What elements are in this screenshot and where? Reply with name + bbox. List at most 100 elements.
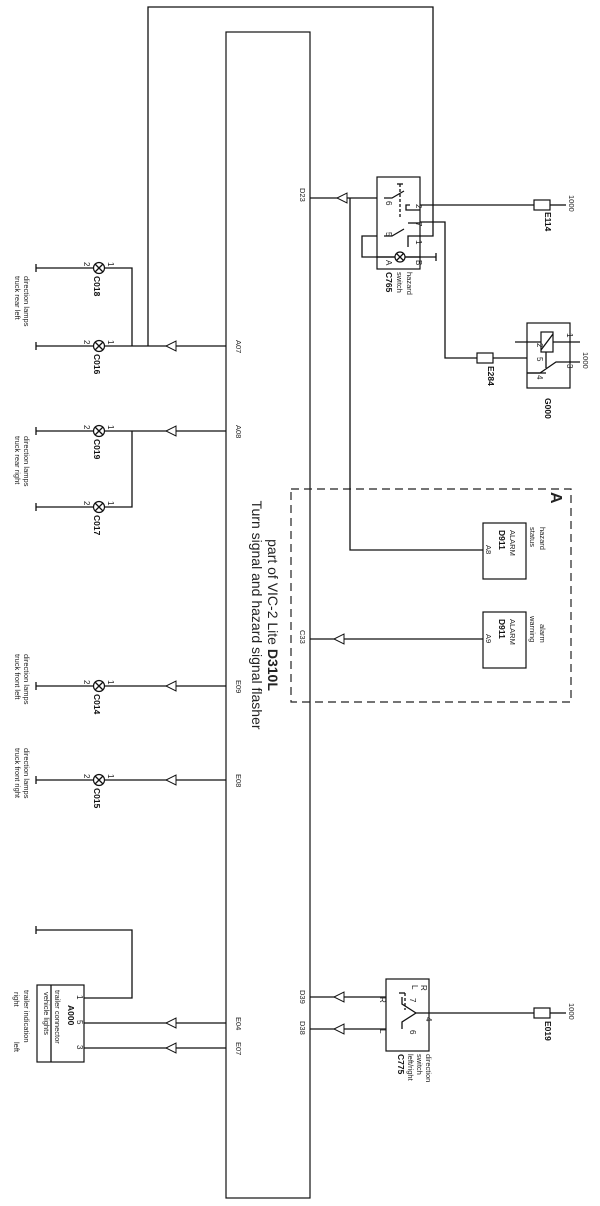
wire-pin7-e284 xyxy=(420,221,477,359)
svg-text:5: 5 xyxy=(535,357,544,362)
svg-text:truck front right: truck front right xyxy=(13,748,22,799)
svg-text:R: R xyxy=(419,985,428,991)
svg-text:1: 1 xyxy=(106,262,115,267)
wire-hazard-loop xyxy=(147,6,434,346)
caption-rear-right: direction lamps truck rear right xyxy=(13,436,31,487)
pin-e04: E04 xyxy=(234,1017,243,1030)
lamp-c017-label: C017 xyxy=(92,515,102,536)
wire-c017 xyxy=(36,431,133,508)
svg-text:2: 2 xyxy=(82,425,91,430)
arrow-a08 xyxy=(164,425,177,437)
svg-text:7: 7 xyxy=(408,998,417,1003)
svg-text:hazard: hazard xyxy=(538,527,547,550)
pin-d23: D23 xyxy=(298,188,307,202)
svg-text:trailer indication: trailer indication xyxy=(22,990,31,1043)
direction-switch-id: C775 xyxy=(396,1054,406,1075)
svg-text:E114: E114 xyxy=(543,212,553,232)
svg-text:3: 3 xyxy=(565,364,574,369)
svg-text:direction lamps: direction lamps xyxy=(22,436,31,487)
svg-text:6: 6 xyxy=(384,201,393,206)
title-line2: Turn signal and hazard signal flasher xyxy=(249,500,265,729)
svg-text:5: 5 xyxy=(384,232,393,237)
lamp-c014: 1 2 C014 xyxy=(82,679,115,715)
fuse-e114: E114 1000 xyxy=(533,195,576,232)
svg-text:ALARM: ALARM xyxy=(508,530,517,556)
svg-text:A: A xyxy=(384,260,393,266)
svg-text:1: 1 xyxy=(75,995,84,1000)
svg-text:4: 4 xyxy=(535,375,544,380)
fuse-e019: E019 1000 xyxy=(533,1003,576,1041)
caption-trailer: trailer indication right left xyxy=(12,990,31,1053)
fuse-e284: E284 xyxy=(476,352,496,386)
relay-g000: 2 1 5 3 4 G000 1000 xyxy=(515,322,590,419)
svg-text:alarm: alarm xyxy=(538,624,547,643)
arrow-e04 xyxy=(164,1017,177,1029)
svg-text:1: 1 xyxy=(106,501,115,506)
svg-text:warning: warning xyxy=(528,615,537,642)
pin-e08: E08 xyxy=(234,774,243,787)
svg-text:part of VIC-2 Lite D310L: part of VIC-2 Lite D310L xyxy=(265,539,281,691)
svg-text:R: R xyxy=(378,997,387,1003)
pin-d39: D39 xyxy=(298,990,307,1004)
svg-text:1: 1 xyxy=(414,240,423,245)
hazard-switch-c765: 6 2 7 5 1 A B hazard switch C765 xyxy=(361,176,437,295)
svg-text:1: 1 xyxy=(106,340,115,345)
lamp-c015: 1 2 C015 xyxy=(82,773,115,809)
pin-e07: E07 xyxy=(234,1042,243,1055)
lamp-c016: 1 2 C016 xyxy=(82,339,115,375)
svg-text:3: 3 xyxy=(75,1045,84,1050)
pin-a08: A08 xyxy=(234,425,243,438)
pin-a07: A07 xyxy=(234,340,243,353)
caption-front-left: direction lamps truck front left xyxy=(13,654,31,705)
caption-rear-left: direction lamps truck rear left xyxy=(13,276,31,327)
arrow-a07 xyxy=(164,340,177,352)
svg-text:2: 2 xyxy=(82,774,91,779)
svg-text:2: 2 xyxy=(82,262,91,267)
svg-text:L: L xyxy=(410,985,419,990)
svg-text:D911: D911 xyxy=(497,619,507,639)
lamp-c019: 1 2 C019 xyxy=(82,424,115,460)
svg-text:A8: A8 xyxy=(484,545,493,554)
svg-text:status: status xyxy=(528,527,537,547)
svg-text:switch: switch xyxy=(415,1054,424,1075)
hazard-switch-id: C765 xyxy=(384,272,394,293)
module-area-label: A xyxy=(547,492,564,504)
controller-block xyxy=(225,31,311,1199)
arrow-d39 xyxy=(332,991,345,1003)
svg-text:left: left xyxy=(12,1042,21,1053)
lamp-c019-label: C019 xyxy=(92,439,102,460)
relay-id: G000 xyxy=(543,398,553,419)
svg-text:2: 2 xyxy=(414,204,423,209)
svg-text:6: 6 xyxy=(408,1030,417,1035)
lamp-c017: 1 2 C017 xyxy=(82,500,115,536)
svg-text:1: 1 xyxy=(106,774,115,779)
svg-text:A9: A9 xyxy=(484,634,493,643)
direction-switch-c775: R L 7 6 4 R L direction switch left/righ… xyxy=(378,978,534,1082)
svg-text:vehicle lights: vehicle lights xyxy=(42,992,51,1035)
svg-text:L: L xyxy=(378,1029,387,1034)
title-prefix: part of VIC-2 Lite xyxy=(265,539,281,649)
svg-text:1: 1 xyxy=(106,425,115,430)
svg-text:direction lamps: direction lamps xyxy=(22,654,31,705)
svg-text:D911: D911 xyxy=(497,530,507,550)
svg-text:2: 2 xyxy=(82,680,91,685)
pin-c33: C33 xyxy=(298,630,307,644)
caption-front-right: direction lamps truck front right xyxy=(13,748,31,799)
svg-text:direction lamps: direction lamps xyxy=(22,748,31,799)
svg-text:ALARM: ALARM xyxy=(508,619,517,645)
svg-text:truck rear left: truck rear left xyxy=(13,276,22,321)
trailer-connector-id: A000 xyxy=(66,1005,76,1026)
lamp-c016-label: C016 xyxy=(92,354,102,375)
svg-text:7: 7 xyxy=(414,222,423,227)
svg-text:left/right: left/right xyxy=(406,1054,415,1082)
arrow-e09 xyxy=(164,680,177,692)
svg-text:direction lamps: direction lamps xyxy=(22,276,31,327)
svg-text:1000: 1000 xyxy=(567,1003,576,1020)
wire-c018 xyxy=(36,267,133,346)
svg-text:1: 1 xyxy=(565,333,574,338)
pin-e09: E09 xyxy=(234,680,243,693)
arrow-e08 xyxy=(164,774,177,786)
title-bold: D310L xyxy=(265,649,281,691)
svg-text:truck front left: truck front left xyxy=(13,654,22,700)
